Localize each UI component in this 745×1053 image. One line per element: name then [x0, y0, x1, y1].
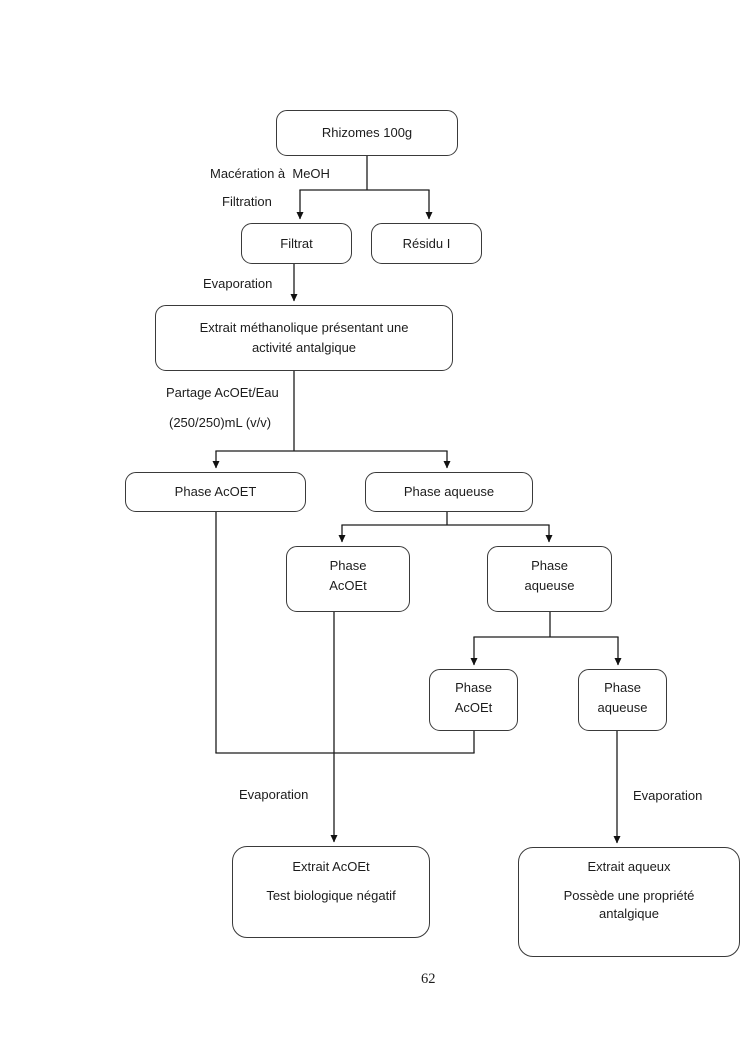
node-extrait-aqueux: Extrait aqueux Possède une propriété ant… — [518, 847, 740, 957]
node-residu-1-label: Résidu I — [402, 235, 451, 251]
node-phase-aqueuse-2: Phase aqueuse — [487, 546, 612, 612]
node-phase-aqueuse-1-label: Phase aqueuse — [403, 484, 495, 499]
node-extrait-aqueux-line1: Extrait aqueux — [587, 859, 671, 874]
label-evaporation-right: Evaporation — [633, 788, 703, 803]
node-extrait-methanolique-line1: Extrait méthanolique présentant une — [199, 320, 409, 335]
node-phase-acoet-1-label: Phase AcOET — [174, 484, 257, 499]
node-extrait-methanolique: Extrait méthanolique présentant une acti… — [155, 305, 453, 371]
node-phase-aqueuse-3-line1: Phase — [604, 680, 641, 695]
node-phase-acoet-3-line1: Phase — [455, 680, 492, 695]
node-filtrat-label: Filtrat — [280, 235, 313, 251]
node-rhizomes-label: Rhizomes 100g — [321, 125, 413, 140]
node-extrait-methanolique-line2: activité antalgique — [251, 340, 357, 355]
node-filtrat: Filtrat — [241, 223, 352, 264]
node-rhizomes: Rhizomes 100g — [276, 110, 458, 156]
node-phase-aqueuse-2-line2: aqueuse — [524, 578, 575, 593]
label-volume: (250/250)mL (v/v) — [169, 415, 272, 430]
label-partage: Partage AcOEt/Eau — [166, 385, 279, 400]
page-number: 62 — [421, 971, 436, 987]
label-filtration: Filtration — [222, 194, 272, 209]
node-phase-acoet-2-line1: Phase — [329, 558, 367, 573]
node-phase-acoet-1: Phase AcOET — [125, 472, 306, 512]
node-extrait-aqueux-line3: antalgique — [599, 906, 659, 921]
node-extrait-aqueux-line2: Possède une propriété — [563, 888, 695, 903]
node-phase-acoet-3: Phase AcOEt — [429, 669, 518, 731]
node-phase-acoet-3-line2: AcOEt — [454, 700, 493, 715]
node-extrait-acoet-line2: Test biologique négatif — [266, 888, 396, 903]
node-phase-acoet-2-line2: AcOEt — [329, 578, 367, 593]
node-phase-aqueuse-3: Phase aqueuse — [578, 669, 667, 731]
node-phase-aqueuse-1: Phase aqueuse — [365, 472, 533, 512]
label-evaporation-left: Evaporation — [239, 787, 309, 802]
node-extrait-acoet: Extrait AcOEt Test biologique négatif — [232, 846, 430, 938]
label-maceration: Macération à MeOH — [210, 166, 330, 181]
node-phase-aqueuse-3-line2: aqueuse — [597, 700, 648, 715]
label-evaporation-top: Evaporation — [203, 276, 273, 291]
node-residu-1: Résidu I — [371, 223, 482, 264]
node-phase-acoet-2: Phase AcOEt — [286, 546, 410, 612]
node-phase-aqueuse-2-line1: Phase — [531, 558, 568, 573]
node-extrait-acoet-line1: Extrait AcOEt — [292, 859, 370, 874]
